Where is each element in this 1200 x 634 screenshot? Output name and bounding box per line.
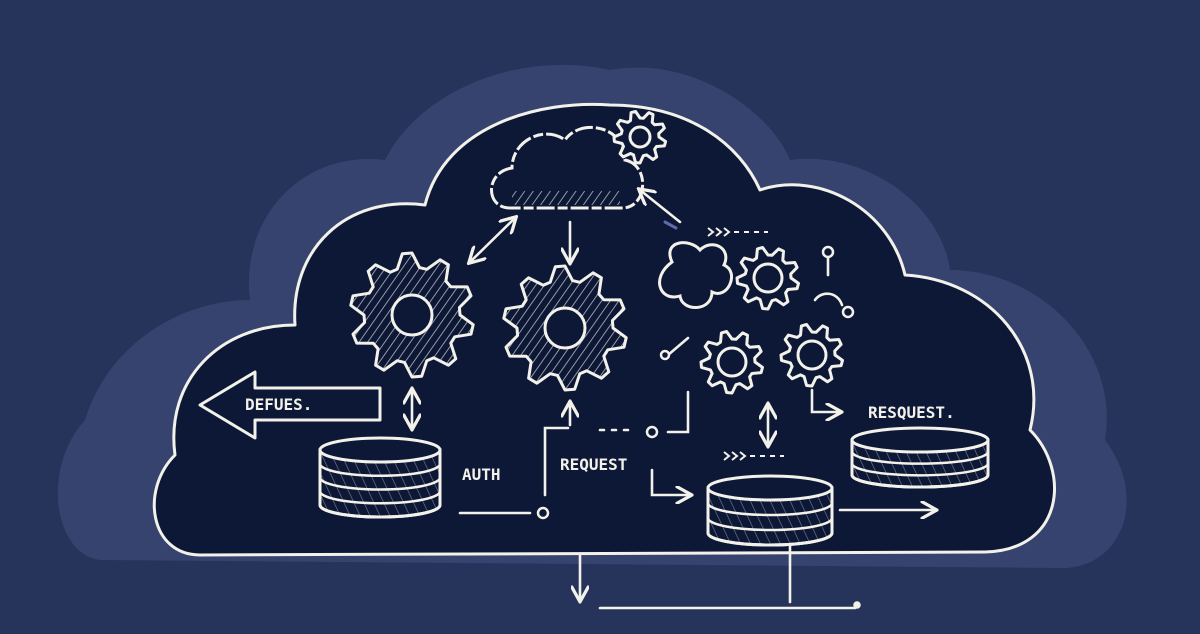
node-cluster-icon: [658, 241, 734, 309]
label-defues: DEFUES.: [245, 395, 312, 414]
gear-icon: [502, 264, 628, 392]
gear-icon: [349, 251, 475, 379]
database-icon: [318, 436, 442, 519]
connector-nodes: [536, 245, 861, 609]
chevron-dash-decoration: [707, 227, 784, 461]
database-icon: [850, 426, 990, 489]
connector-arrows: [412, 190, 935, 610]
arrow-left-icon: [198, 370, 382, 440]
small-cloud-icon: [490, 125, 645, 210]
gear-icon: [779, 323, 844, 388]
label-auth: AUTH: [462, 465, 501, 484]
database-icon: [706, 474, 834, 547]
label-request-left: REQUEST: [560, 455, 627, 474]
gear-icon: [699, 330, 764, 395]
gear-icon: [612, 109, 668, 165]
label-request-right: RESQUEST.: [868, 403, 955, 422]
gear-icon: [735, 246, 800, 311]
